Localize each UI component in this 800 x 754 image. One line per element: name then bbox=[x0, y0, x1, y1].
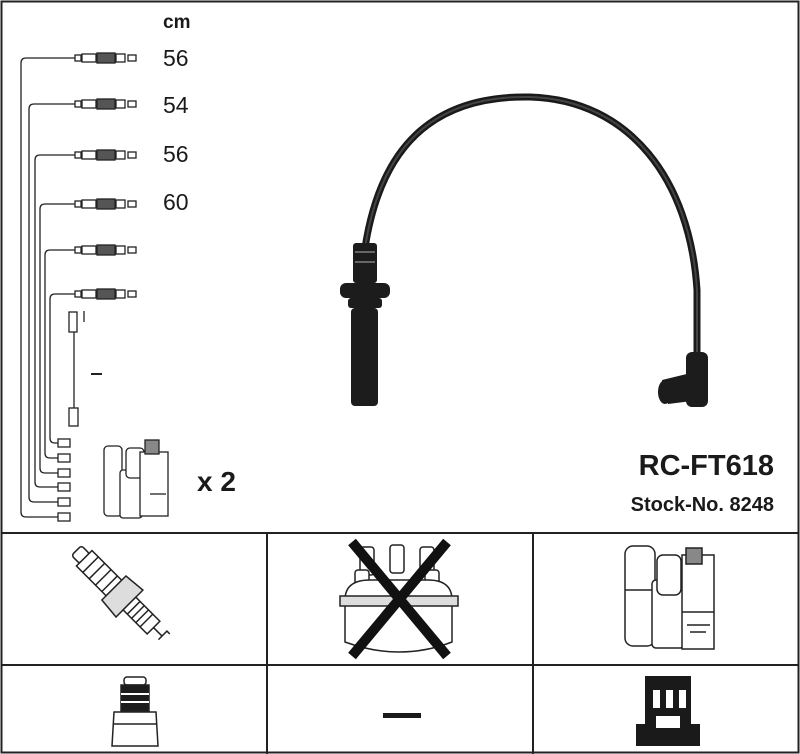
coil-lead-vertical bbox=[68, 311, 102, 427]
spark-plug-boot-icon bbox=[111, 676, 159, 747]
plug-boot-angled bbox=[658, 352, 708, 407]
connector-row-3 bbox=[74, 149, 137, 161]
ignition-coil-icon bbox=[624, 545, 715, 650]
lead-1 bbox=[20, 57, 75, 518]
lead-3 bbox=[34, 154, 75, 488]
lead-6 bbox=[49, 293, 75, 444]
wire-set-schematic bbox=[20, 52, 169, 522]
connector-row-2 bbox=[74, 98, 137, 110]
coil-quantity-label: x 2 bbox=[197, 466, 236, 497]
lead-2 bbox=[28, 103, 75, 503]
connector-row-6 bbox=[74, 288, 137, 300]
coil-pack-small bbox=[103, 439, 169, 519]
connector-row-4 bbox=[74, 198, 137, 210]
stock-number: Stock-No. 8248 bbox=[630, 494, 774, 516]
spark-plug-icon bbox=[71, 546, 171, 641]
lead-5 bbox=[44, 249, 75, 459]
ht-lead-cable-inner bbox=[364, 95, 698, 362]
coil-terminal-icon bbox=[636, 676, 700, 746]
connector-row-1 bbox=[74, 52, 137, 64]
ht-lead-drawing bbox=[340, 93, 708, 407]
wire-length-2: 54 bbox=[163, 92, 189, 118]
distributor-cap-crossed-icon bbox=[339, 538, 459, 660]
plug-boot-straight bbox=[340, 243, 390, 406]
wire-length-1: 56 bbox=[163, 45, 189, 71]
dash-icon bbox=[383, 713, 421, 718]
product-code: RC-FT618 bbox=[638, 450, 774, 482]
wire-length-4: 60 bbox=[163, 189, 189, 215]
length-unit-label: cm bbox=[163, 12, 191, 33]
terminal-stack bbox=[57, 438, 71, 522]
lead-4 bbox=[39, 203, 75, 474]
wire-length-3: 56 bbox=[163, 141, 189, 167]
connector-row-5 bbox=[74, 244, 137, 256]
